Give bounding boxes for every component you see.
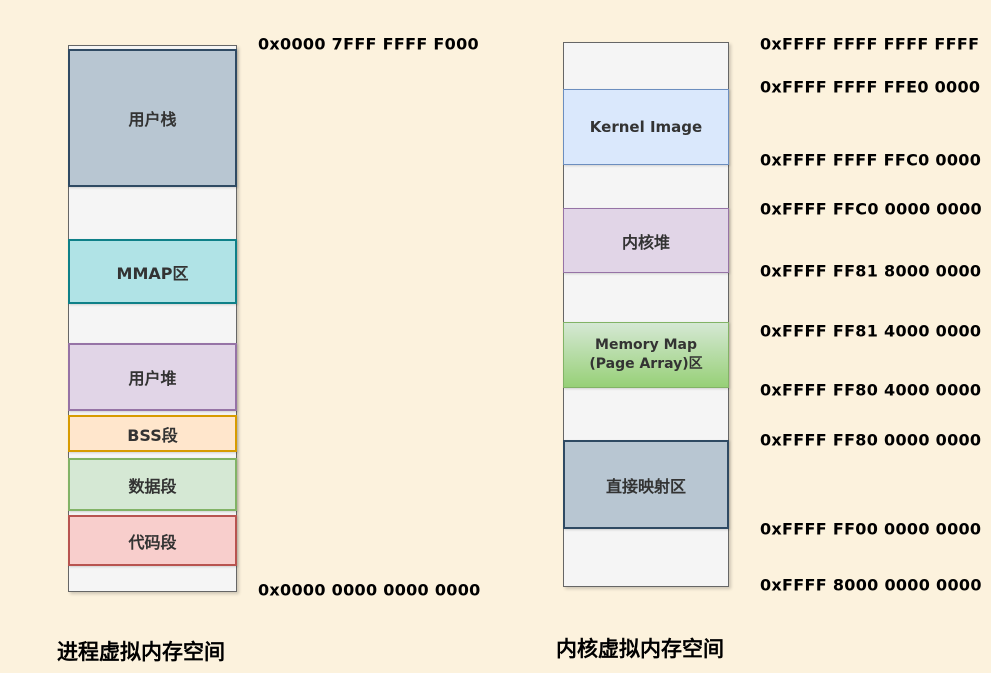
segment-user-stack-label: 用户栈	[128, 110, 177, 129]
kernel-address-7: 0xFFFF FF80 0000 0000	[760, 430, 982, 450]
process-memory-column: 用户栈 MMAP区 用户堆 BSS段 数据段 代码段	[68, 45, 237, 592]
kernel-address-5: 0xFFFF FF81 4000 0000	[760, 321, 982, 341]
kernel-address-9: 0xFFFF 8000 0000 0000	[760, 575, 982, 595]
segment-memory-map-label-line1: Memory Map	[595, 337, 697, 354]
segment-bss-label: BSS段	[127, 425, 178, 445]
kernel-address-3: 0xFFFF FFC0 0000 0000	[760, 199, 982, 219]
segment-user-stack: 用户栈	[68, 49, 237, 187]
segment-mmap: MMAP区	[68, 239, 237, 304]
segment-memory-map: Memory Map (Page Array)区	[563, 322, 729, 388]
segment-user-heap: 用户堆	[68, 343, 237, 411]
kernel-memory-column: Kernel Image 内核堆 Memory Map (Page Array)…	[563, 42, 729, 587]
segment-kernel-heap-label: 内核堆	[621, 232, 670, 252]
segment-data-label: 数据段	[128, 476, 177, 496]
segment-code-label: 代码段	[128, 532, 177, 552]
kernel-address-2: 0xFFFF FFFF FFC0 0000	[760, 150, 982, 170]
segment-kernel-heap: 内核堆	[563, 208, 729, 273]
process-top-address: 0x0000 7FFF FFFF F000	[258, 34, 479, 54]
kernel-address-0: 0xFFFF FFFF FFFF FFFF	[760, 34, 980, 54]
segment-memory-map-label-line2: (Page Array)区	[589, 356, 703, 372]
segment-bss: BSS段	[68, 415, 237, 452]
segment-kernel-image-label: Kernel Image	[589, 118, 703, 136]
process-space-caption: 进程虚拟内存空间	[57, 640, 225, 664]
kernel-address-6: 0xFFFF FF80 4000 0000	[760, 380, 982, 400]
segment-direct-mapping-label: 直接映射区	[605, 476, 686, 496]
segment-user-heap-label: 用户堆	[128, 369, 177, 388]
segment-kernel-image: Kernel Image	[563, 89, 729, 165]
kernel-space-caption: 内核虚拟内存空间	[556, 637, 724, 661]
kernel-address-8: 0xFFFF FF00 0000 0000	[760, 519, 982, 539]
segment-mmap-label: MMAP区	[116, 263, 189, 283]
segment-data: 数据段	[68, 458, 237, 511]
segment-code: 代码段	[68, 515, 237, 566]
kernel-address-1: 0xFFFF FFFF FFE0 0000	[760, 77, 981, 97]
segment-direct-mapping: 直接映射区	[563, 440, 729, 529]
kernel-address-4: 0xFFFF FF81 8000 0000	[760, 261, 982, 281]
process-bottom-address: 0x0000 0000 0000 0000	[258, 580, 481, 600]
